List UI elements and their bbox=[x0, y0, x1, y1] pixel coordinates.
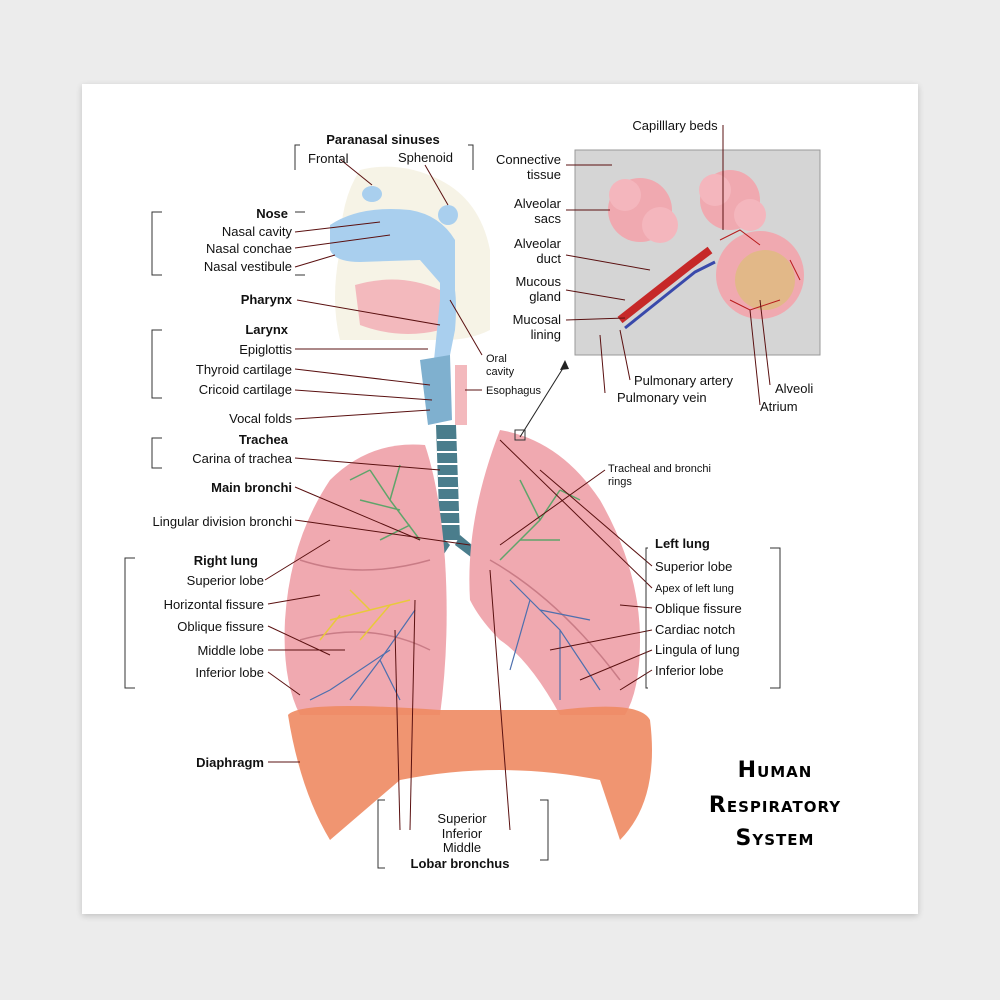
diaphragm-shape bbox=[288, 706, 652, 840]
right-lung-shape bbox=[284, 444, 447, 715]
label-pulmonary-vein: Pulmonary vein bbox=[617, 390, 707, 405]
label-alveolar-duct-1: Alveolar bbox=[514, 236, 562, 251]
label-sphenoid: Sphenoid bbox=[398, 150, 453, 165]
label-atrium: Atrium bbox=[760, 399, 798, 414]
label-lobar-superior: Superior bbox=[437, 811, 487, 826]
label-frontal: Frontal bbox=[308, 151, 349, 166]
lobar-bronchus-labels: Superior Inferior Middle Lobar bronchus bbox=[411, 811, 510, 871]
label-mucosal-lining-1: Mucosal bbox=[513, 312, 562, 327]
label-mucous-gland-2: gland bbox=[529, 289, 561, 304]
left-lung-labels: Left lung Superior lobe Apex of left lun… bbox=[608, 463, 742, 678]
label-trachea: Trachea bbox=[239, 432, 289, 447]
label-alveolar-sacs-2: sacs bbox=[534, 211, 561, 226]
label-carina: Carina of trachea bbox=[192, 451, 292, 466]
label-mucous-gland-1: Mucous bbox=[515, 274, 561, 289]
larynx-shape bbox=[420, 355, 452, 425]
label-main-bronchi: Main bronchi bbox=[211, 480, 292, 495]
label-connective-2: tissue bbox=[527, 167, 561, 182]
label-thyroid-cartilage: Thyroid cartilage bbox=[196, 362, 292, 377]
label-oral-cavity-1: Oral bbox=[486, 353, 507, 365]
pharynx-shape bbox=[432, 260, 456, 380]
label-epiglottis: Epiglottis bbox=[239, 342, 292, 357]
label-esophagus: Esophagus bbox=[486, 385, 542, 397]
label-rl-superior-lobe: Superior lobe bbox=[187, 573, 264, 588]
label-lingula: Lingula of lung bbox=[655, 642, 740, 657]
sphenoid-sinus-shape bbox=[438, 205, 458, 225]
label-apex-left-lung: Apex of left lung bbox=[655, 583, 734, 595]
label-pharynx: Pharynx bbox=[241, 292, 293, 307]
label-rings-2: rings bbox=[608, 476, 632, 488]
alveoli-labels: Capilllary beds Connective tissue Alveol… bbox=[496, 118, 813, 414]
poster-title: Human Respiratory System bbox=[709, 758, 841, 851]
label-connective-1: Connective bbox=[496, 152, 561, 167]
label-mucosal-lining-2: lining bbox=[531, 327, 561, 342]
label-rl-oblique-fissure: Oblique fissure bbox=[177, 619, 264, 634]
oral-cavity-shape bbox=[355, 279, 440, 334]
label-rl-horizontal-fissure: Horizontal fissure bbox=[164, 597, 264, 612]
label-ll-inferior-lobe: Inferior lobe bbox=[655, 663, 724, 678]
label-larynx: Larynx bbox=[245, 322, 288, 337]
label-alveolar-sacs-1: Alveolar bbox=[514, 196, 562, 211]
title-line-2: Respiratory bbox=[709, 793, 841, 818]
leader-lines bbox=[264, 125, 771, 831]
label-brackets bbox=[124, 144, 781, 869]
label-lobar-bronchus: Lobar bronchus bbox=[411, 856, 510, 871]
title-line-3: System bbox=[736, 826, 815, 851]
label-cardiac-notch: Cardiac notch bbox=[655, 622, 735, 637]
alveoli-inset bbox=[574, 149, 821, 356]
label-ll-oblique-fissure: Oblique fissure bbox=[655, 601, 742, 616]
head-illustration bbox=[330, 166, 490, 425]
label-cricoid-cartilage: Cricoid cartilage bbox=[199, 382, 292, 397]
label-nose: Nose bbox=[256, 206, 288, 221]
label-rings-1: Tracheal and bronchi bbox=[608, 463, 711, 475]
title-line-1: Human bbox=[738, 758, 813, 783]
left-lung-shape bbox=[469, 430, 640, 715]
label-alveoli: Alveoli bbox=[775, 381, 813, 396]
label-nasal-cavity: Nasal cavity bbox=[222, 224, 293, 239]
label-lobar-middle: Middle bbox=[443, 840, 481, 855]
label-lobar-inferior: Inferior bbox=[442, 826, 483, 841]
head-labels: Paranasal sinuses Frontal Sphenoid Nose … bbox=[153, 132, 542, 529]
label-pulmonary-artery: Pulmonary artery bbox=[634, 373, 733, 388]
label-rl-middle-lobe: Middle lobe bbox=[198, 643, 265, 658]
label-rl-inferior-lobe: Inferior lobe bbox=[195, 665, 264, 680]
label-alveolar-duct-2: duct bbox=[536, 251, 561, 266]
label-diaphragm: Diaphragm bbox=[196, 755, 264, 770]
label-vocal-folds: Vocal folds bbox=[229, 411, 292, 426]
label-right-lung: Right lung bbox=[194, 553, 258, 568]
label-lingular-bronchi: Lingular division bronchi bbox=[153, 514, 293, 529]
esophagus-shape bbox=[455, 365, 467, 425]
frontal-sinus-shape bbox=[362, 186, 382, 202]
right-lung-labels: Right lung Superior lobe Horizontal fiss… bbox=[164, 553, 264, 770]
label-ll-superior-lobe: Superior lobe bbox=[655, 559, 732, 574]
label-paranasal-sinuses: Paranasal sinuses bbox=[326, 132, 439, 147]
nasal-cavity-shape bbox=[330, 209, 455, 300]
label-left-lung: Left lung bbox=[655, 536, 710, 551]
label-oral-cavity-2: cavity bbox=[486, 366, 515, 378]
label-nasal-vestibule: Nasal vestibule bbox=[204, 259, 292, 274]
label-capillary-beds: Capilllary beds bbox=[632, 118, 718, 133]
label-nasal-conchae: Nasal conchae bbox=[206, 241, 292, 256]
